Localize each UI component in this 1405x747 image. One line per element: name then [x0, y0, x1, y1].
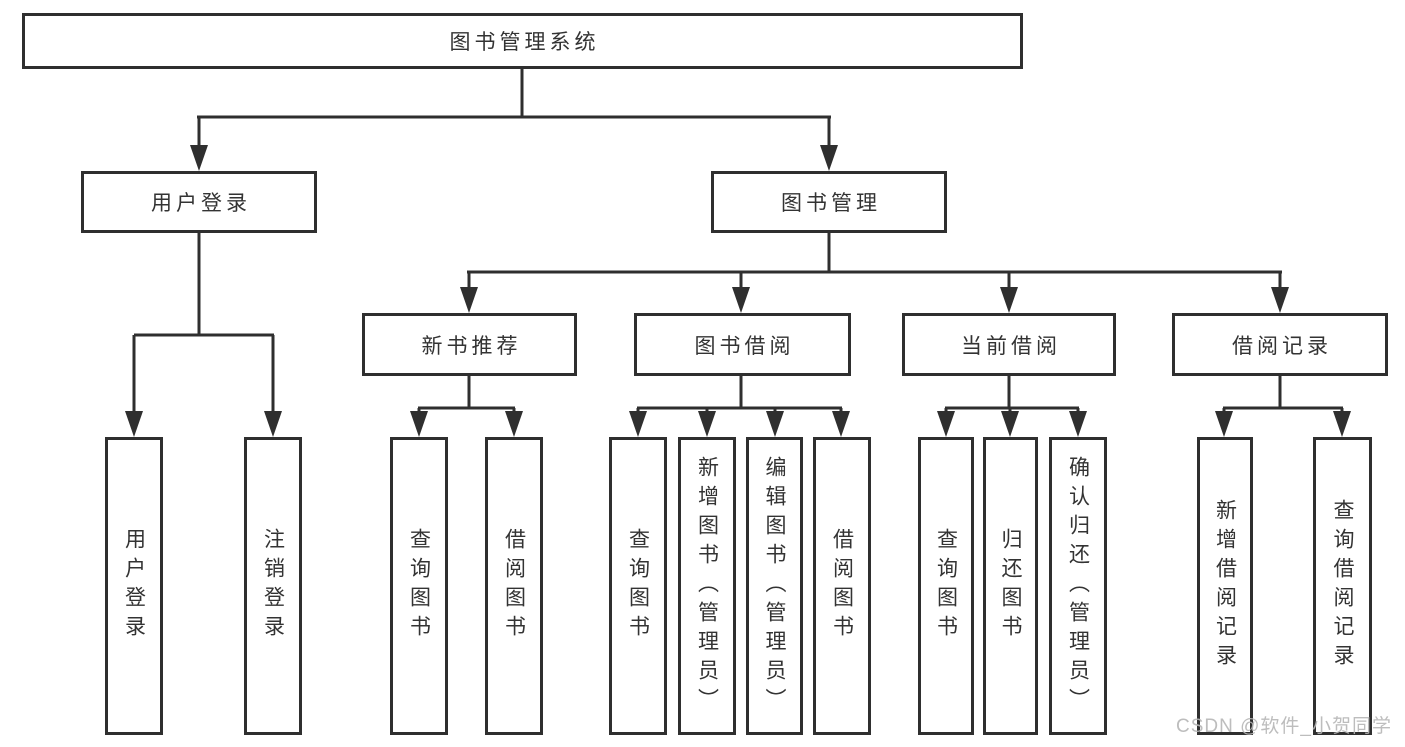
node-label: 新书推荐	[421, 334, 522, 358]
leaf-search-borrow-record: 查询借阅记录	[1313, 437, 1372, 735]
leaf-borrow-books-recommend: 借阅图书	[485, 437, 543, 735]
node-label: 用户登录	[151, 192, 251, 215]
node-new-book-recommend: 新书推荐	[362, 313, 577, 376]
node-user-login: 用户登录	[81, 171, 317, 233]
node-label: 图书管理系统	[449, 31, 600, 54]
node-label: 新增借阅记录	[1213, 499, 1237, 673]
node-label: 新增图书（管理员）	[695, 455, 719, 717]
node-book-management: 图书管理	[711, 171, 947, 233]
leaf-edit-books-admin: 编辑图书（管理员）	[746, 437, 803, 735]
node-label: 归还图书	[999, 528, 1022, 644]
leaf-add-books-admin: 新增图书（管理员）	[678, 437, 736, 735]
node-label: 当前借阅	[961, 334, 1061, 358]
node-book-borrow: 图书借阅	[634, 313, 851, 376]
node-label: 确认归还（管理员）	[1066, 455, 1090, 717]
node-borrow-records: 借阅记录	[1172, 313, 1388, 376]
node-label: 用户登录	[122, 528, 146, 644]
leaf-borrow-books: 借阅图书	[813, 437, 871, 735]
leaf-return-books: 归还图书	[983, 437, 1038, 735]
leaf-confirm-return-admin: 确认归还（管理员）	[1049, 437, 1107, 735]
node-label: 借阅记录	[1232, 334, 1332, 358]
node-label: 借阅图书	[502, 528, 526, 644]
node-current-borrow: 当前借阅	[902, 313, 1116, 376]
leaf-search-books-recommend: 查询图书	[390, 437, 448, 735]
leaf-logout: 注销登录	[244, 437, 302, 735]
leaf-user-login: 用户登录	[105, 437, 163, 735]
node-label: 图书管理	[781, 192, 881, 215]
node-label: 借阅图书	[830, 528, 854, 644]
node-label: 图书借阅	[694, 334, 795, 358]
node-label: 查询图书	[934, 528, 958, 644]
node-label: 查询图书	[626, 528, 650, 644]
node-label: 编辑图书（管理员）	[763, 455, 786, 717]
leaf-search-books-borrow: 查询图书	[609, 437, 667, 735]
leaf-search-books-current: 查询图书	[918, 437, 974, 735]
node-label: 注销登录	[261, 528, 285, 644]
node-label: 查询借阅记录	[1331, 499, 1354, 673]
node-label: 查询图书	[407, 528, 431, 644]
node-system-root: 图书管理系统	[22, 13, 1023, 69]
watermark: CSDN @软件_小贺同学	[1176, 716, 1392, 737]
leaf-add-borrow-record: 新增借阅记录	[1197, 437, 1253, 735]
